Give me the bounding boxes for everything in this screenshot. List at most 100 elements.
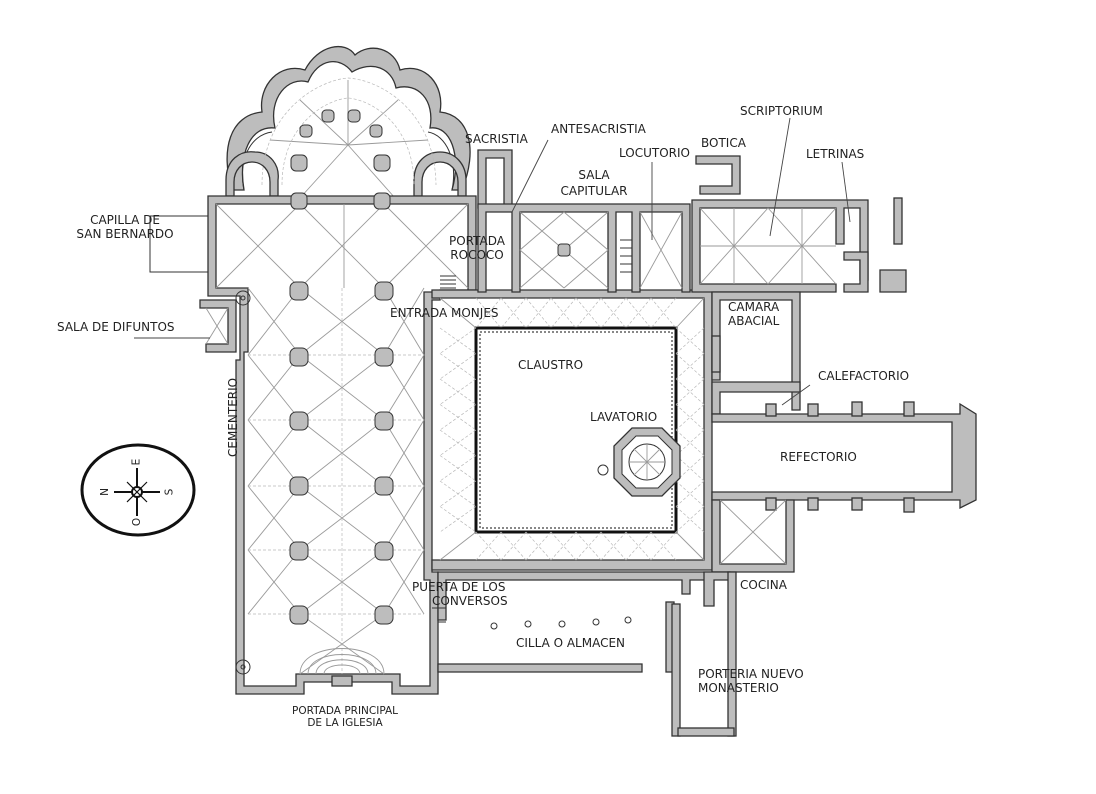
compass-rose (80, 443, 196, 537)
west-wing (432, 571, 737, 737)
leader-lines (134, 117, 851, 406)
gallery-rib (550, 297, 577, 329)
lavatorio-fountain (597, 427, 681, 497)
label-sala-de-difuntos: SALA DE DIFUNTOS (57, 320, 175, 334)
gallery-rib (475, 297, 502, 329)
gallery-rib (650, 531, 677, 561)
gallery-rib (525, 531, 552, 561)
label-camara-line2: ABACIAL (728, 314, 780, 328)
gallery-rib (500, 531, 527, 561)
gallery-rib (675, 506, 705, 533)
gallery-rib (475, 531, 502, 561)
gallery-rib (625, 297, 652, 329)
apse (225, 46, 471, 199)
label-capilla-san-bernardo: CAPILLA DE SAN BERNARDO (72, 213, 178, 241)
label-portada-principal-line1: PORTADA PRINCIPAL (291, 705, 399, 717)
gallery-rib (675, 480, 705, 507)
gallery-rib (675, 327, 705, 354)
label-portada-rococo: PORTADA ROCOCO (444, 234, 510, 262)
gallery-rib (650, 531, 677, 561)
gallery-rib (475, 297, 502, 329)
gallery-rib (439, 353, 477, 380)
label-locutorio: LOCUTORIO (619, 146, 690, 160)
compass-s: S (163, 488, 176, 496)
south-wing (711, 381, 977, 573)
label-porteria-line1: PORTERIA NUEVO (698, 667, 804, 681)
gallery-rib (500, 297, 527, 329)
label-puerta-line2: CONVERSOS (432, 594, 508, 608)
nave-piers (289, 109, 394, 625)
gallery-rib (600, 531, 627, 561)
gallery-rib (439, 480, 477, 507)
label-porteria: PORTERIA NUEVO MONASTERIO (698, 667, 804, 695)
gallery-rib (650, 297, 677, 329)
gallery-rib (439, 378, 477, 405)
gallery-rib (600, 297, 627, 329)
gallery-rib (439, 429, 477, 456)
label-portada-principal-line2: DE LA IGLESIA (307, 717, 383, 729)
gallery-rib (675, 353, 705, 380)
refectorio-buttresses (765, 401, 915, 513)
gallery-rib (650, 297, 677, 329)
label-portada-principal: PORTADA PRINCIPAL DE LA IGLESIA (280, 705, 410, 729)
label-porteria-line2: MONASTERIO (698, 681, 779, 695)
label-capilla-line1: CAPILLA DE (90, 213, 160, 227)
gallery-rib (675, 378, 705, 405)
gallery-rib (575, 297, 602, 329)
label-puerta-line1: PUERTA DE LOS (412, 580, 506, 594)
gallery-rib (675, 378, 705, 405)
label-sala-capitular: SALA CAPITULAR (554, 168, 634, 198)
gallery-rib (500, 531, 527, 561)
gallery-rib (675, 455, 705, 482)
gallery-rib (439, 506, 477, 533)
gallery-rib (675, 480, 705, 507)
label-botica: BOTICA (701, 136, 746, 150)
label-portada-rococo-line1: PORTADA (449, 234, 505, 248)
gallery-rib (500, 297, 527, 329)
gallery-rib (675, 506, 705, 533)
gallery-rib (439, 404, 477, 431)
gallery-rib (600, 531, 627, 561)
gallery-rib (675, 455, 705, 482)
label-camara-abacial: CAMARA ABACIAL (728, 300, 779, 328)
gallery-rib (550, 531, 577, 561)
gallery-rib (675, 404, 705, 431)
label-antesacristia: ANTESACRISTIA (551, 122, 646, 136)
label-entrada-monjes: ENTRADA MONJES (390, 306, 499, 320)
gallery-rib (439, 327, 477, 354)
cloister (431, 289, 713, 571)
gallery-rib (600, 297, 627, 329)
gallery-rib (625, 297, 652, 329)
label-lavatorio: LAVATORIO (590, 410, 658, 424)
gallery-rib (675, 429, 705, 456)
gallery-rib (550, 297, 577, 329)
gallery-rib (675, 353, 705, 380)
label-letrinas: LETRINAS (806, 147, 865, 161)
gallery-rib (575, 297, 602, 329)
gallery-rib (575, 531, 602, 561)
gallery-rib (550, 531, 577, 561)
label-cilla: CILLA O ALMACEN (516, 636, 626, 650)
gallery-rib (475, 531, 502, 561)
gallery-rib (439, 455, 477, 482)
gallery-rib (575, 531, 602, 561)
label-capilla-line2: SAN BERNARDO (76, 227, 174, 241)
gallery-rib (675, 327, 705, 354)
gallery-rib (525, 531, 552, 561)
east-wing (477, 149, 907, 411)
label-scriptorium: SCRIPTORIUM (740, 104, 823, 118)
label-claustro: CLAUSTRO (518, 358, 584, 372)
compass-e: E (130, 458, 143, 466)
label-cocina: COCINA (740, 578, 787, 592)
label-portada-rococo-line2: ROCOCO (450, 248, 504, 262)
label-camara-line1: CAMARA (728, 300, 780, 314)
gallery-rib (525, 297, 552, 329)
label-sacristia: SACRISTIA (465, 132, 528, 146)
compass-o: O (131, 517, 144, 527)
gallery-rib (675, 429, 705, 456)
label-sala-capitular-line2: CAPITULAR (560, 184, 628, 198)
label-calefactorio: CALEFACTORIO (818, 369, 910, 383)
gallery-rib (675, 404, 705, 431)
gallery-rib (525, 297, 552, 329)
